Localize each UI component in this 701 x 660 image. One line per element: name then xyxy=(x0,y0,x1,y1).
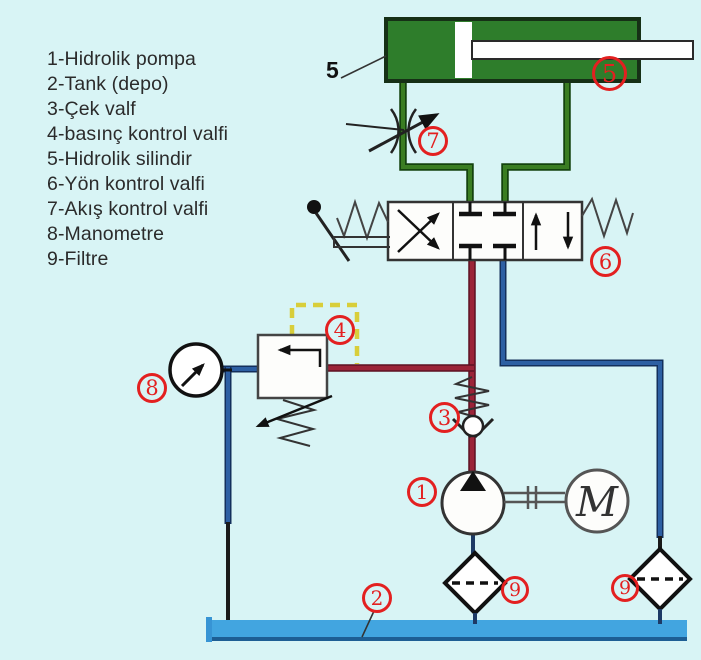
valve-spring-left xyxy=(336,198,389,242)
legend-item-1: 1-Hidrolik pompa xyxy=(47,48,196,70)
filter-left xyxy=(442,550,508,624)
cylinder-pipe-right xyxy=(501,82,571,205)
legend-item-2: 2-Tank (depo) xyxy=(47,73,169,95)
pressure-relief-valve xyxy=(255,333,333,447)
legend-item-7: 7-Akış kontrol valfi xyxy=(47,198,209,220)
valve-lever xyxy=(307,200,390,262)
cylinder-pipe-left xyxy=(399,80,474,205)
drive-shaft xyxy=(504,486,565,509)
piston-rod xyxy=(471,40,694,60)
cylinder-pointer-label: 5 xyxy=(326,57,339,83)
badge-flow-valve: 7 xyxy=(418,126,448,156)
motor-label: M xyxy=(575,478,619,526)
cylinder-pointer-line xyxy=(340,55,387,79)
legend: 1-Hidrolik pompa 2-Tank (depo) 3-Çek val… xyxy=(47,47,228,272)
badge-tank: 2 xyxy=(362,583,392,613)
badge-cylinder: 5 xyxy=(592,56,627,91)
pump-flow-triangle xyxy=(460,471,486,491)
legend-item-3: 3-Çek valf xyxy=(47,98,136,120)
filter-right xyxy=(627,546,693,624)
badge-check-valve: 3 xyxy=(429,402,460,433)
legend-item-6: 6-Yön kontrol valfi xyxy=(47,173,205,195)
badge-filter-left: 9 xyxy=(501,576,529,604)
manometer xyxy=(168,342,232,398)
relief-spring xyxy=(273,399,318,447)
crossed-arrows xyxy=(397,209,440,253)
tank-pointer-line xyxy=(361,610,375,638)
return-line xyxy=(222,258,664,624)
legend-item-4: 4-basınç kontrol valfi xyxy=(47,123,229,145)
hydraulic-pump xyxy=(440,470,506,556)
badge-manometer: 8 xyxy=(137,373,167,403)
legend-item-8: 8-Manometre xyxy=(47,223,165,245)
piston xyxy=(455,22,472,78)
tank xyxy=(206,617,687,642)
pressure-line xyxy=(325,258,476,474)
directional-control-valve xyxy=(307,196,634,262)
badge-directional-valve: 6 xyxy=(590,246,621,277)
valve-spring-right xyxy=(581,196,634,240)
check-ball xyxy=(461,414,485,438)
badge-pump: 1 xyxy=(407,477,437,507)
blocked-ports xyxy=(459,202,516,260)
flow-control-valve xyxy=(345,108,440,154)
parallel-arrows xyxy=(530,212,574,250)
pilot-line xyxy=(289,302,360,364)
badge-pressure-valve: 4 xyxy=(325,315,355,345)
hydraulic-cylinder xyxy=(384,17,694,83)
gauge-needle xyxy=(180,363,205,388)
legend-item-9: 9-Filtre xyxy=(47,248,109,270)
badge-filter-right: 9 xyxy=(611,574,639,602)
legend-item-5: 5-Hidrolik silindir xyxy=(47,148,192,170)
electric-motor: M xyxy=(564,468,630,534)
